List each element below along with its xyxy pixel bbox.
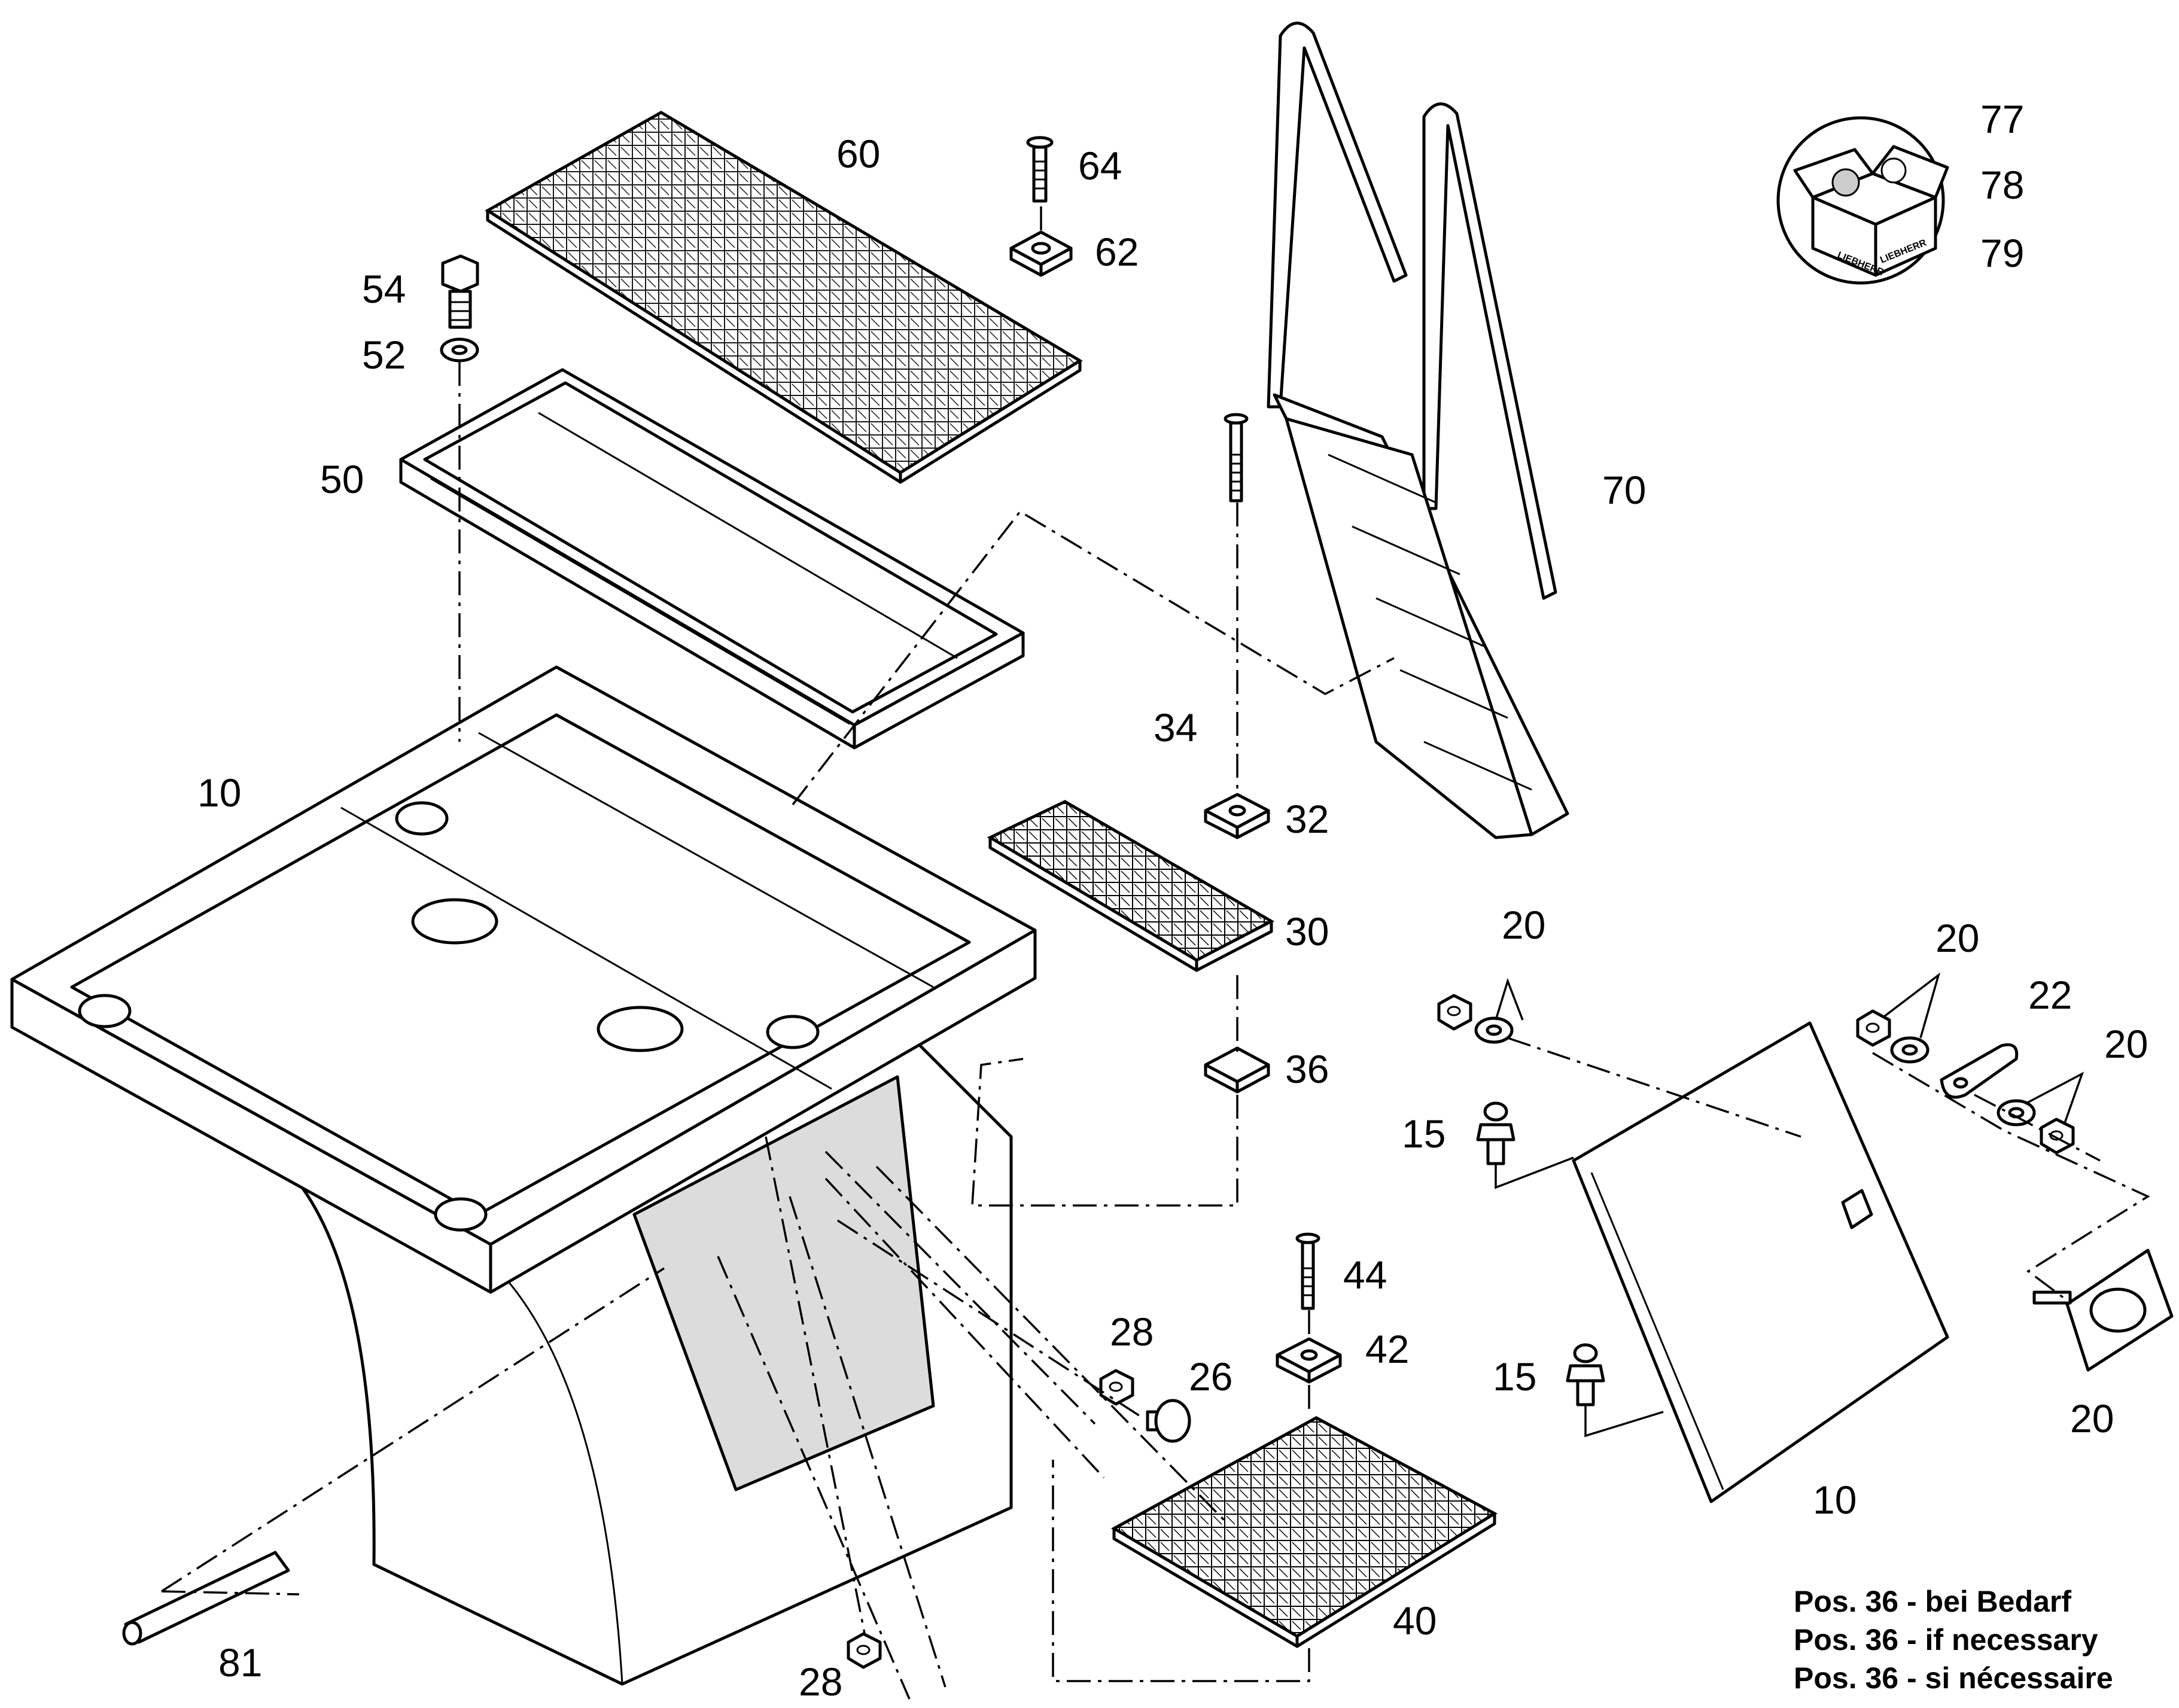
callout-81: 81 [218, 1640, 263, 1685]
plate-42 [1276, 1337, 1342, 1384]
nut-20-b [1856, 1009, 1891, 1047]
callout-28-b: 28 [799, 1660, 843, 1704]
position-36-note: Pos. 36 - bei Bedarf Pos. 36 - if necess… [1794, 1582, 2113, 1697]
frame-50 [399, 368, 1025, 750]
ladder-70 [1267, 22, 1569, 839]
callout-44: 44 [1343, 1253, 1387, 1297]
callout-42: 42 [1365, 1327, 1410, 1371]
callout-64: 64 [1078, 144, 1122, 188]
washer-20-c [1997, 1099, 2036, 1127]
grating-40 [1110, 1416, 1498, 1648]
callout-28-a: 28 [1110, 1310, 1154, 1354]
note-line-de: Pos. 36 - bei Bedarf [1794, 1585, 2072, 1618]
callout-20-d: 20 [2070, 1396, 2114, 1441]
callout-22: 22 [2028, 973, 2073, 1017]
grease-nipple-15-b [1566, 1343, 1605, 1406]
callout-62: 62 [1095, 230, 1139, 274]
grating-30 [987, 800, 1275, 972]
assembly-leader-lines [161, 206, 2150, 1700]
washer-52 [440, 337, 479, 363]
callout-60: 60 [836, 132, 881, 176]
grating-60 [485, 111, 1083, 484]
callout-70: 70 [1602, 468, 1647, 512]
nut-20-c [2040, 1118, 2075, 1155]
callout-52: 52 [362, 333, 406, 377]
callout-20-c: 20 [2104, 1022, 2148, 1066]
kit-box-lettering: LIEBHERR LIEBHERR [1836, 238, 1928, 278]
callout-20-b: 20 [1935, 916, 1980, 960]
callout-32: 32 [1285, 797, 1329, 841]
callout-15-b: 15 [1493, 1354, 1537, 1399]
plate-32 [1204, 793, 1270, 839]
callout-36: 36 [1285, 1047, 1329, 1091]
washer-20-a [1474, 1016, 1514, 1044]
callout-50: 50 [320, 457, 364, 501]
callout-77: 77 [1980, 97, 2025, 141]
knob-26 [1146, 1399, 1191, 1443]
nut-28-b [847, 1632, 882, 1669]
kit-box-icon [1776, 116, 1949, 285]
plate-22 [1940, 1043, 2019, 1099]
bolt-34 [1224, 413, 1249, 503]
callout-30: 30 [1285, 909, 1329, 954]
callout-78: 78 [1980, 163, 2025, 207]
callout-20-a: 20 [1502, 903, 1546, 947]
rod-81 [122, 1551, 290, 1646]
callout-34: 34 [1154, 705, 1198, 750]
callout-10-door: 10 [1813, 1478, 1857, 1522]
pad-36 [1204, 1046, 1270, 1094]
callout-15-a: 15 [1402, 1112, 1446, 1156]
bolt-54 [441, 254, 479, 329]
callout-26: 26 [1189, 1354, 1233, 1399]
nut-28-a [1099, 1369, 1134, 1406]
callout-pointers [1495, 972, 2084, 1125]
bolt-44 [1295, 1232, 1320, 1310]
callout-79: 79 [1980, 231, 2025, 275]
nut-20-a [1437, 994, 1472, 1031]
grease-nipple-15-a [1476, 1101, 1515, 1165]
note-line-fr: Pos. 36 - si nécessaire [1794, 1661, 2113, 1695]
bolt-64 [1026, 136, 1054, 203]
callout-54: 54 [362, 267, 406, 311]
callout-10-frame: 10 [197, 771, 242, 815]
washer-20-b [1890, 1036, 1930, 1064]
kit-box-label-right: LIEBHERR [1879, 238, 1928, 266]
plate-62 [1009, 230, 1073, 277]
platform-frame-10 [10, 665, 1037, 1686]
callout-40: 40 [1393, 1599, 1437, 1643]
note-line-en: Pos. 36 - if necessary [1794, 1623, 2098, 1657]
kit-box-label-left: LIEBHERR [1836, 250, 1886, 278]
door-10 [1572, 1021, 1949, 1503]
latch-20 [2032, 1249, 2174, 1372]
